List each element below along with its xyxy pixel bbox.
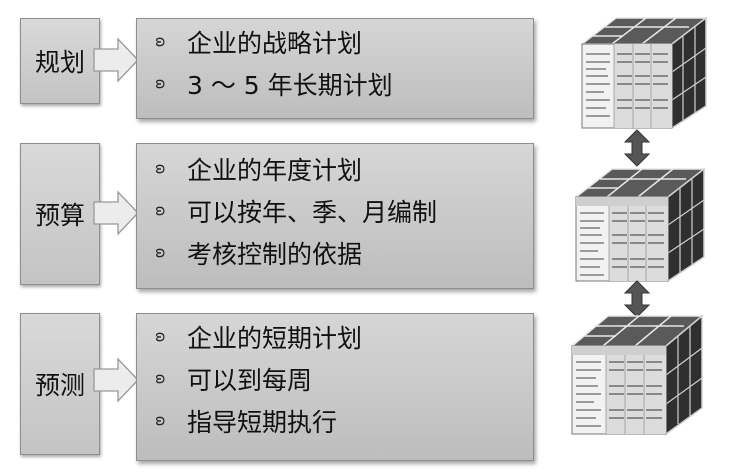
content-box-forecast: ɷ 企业的短期计划 ɷ 可以到每周 ɷ 指导短期执行 (136, 313, 534, 461)
list-item: ɷ 可以到每周 (137, 358, 533, 400)
list-item-text: 可以到每周 (187, 366, 313, 395)
list-item-text: 可以按年、季、月编制 (187, 198, 438, 227)
spreadsheet-cube-icon (573, 167, 707, 283)
ring-bullet-icon: ɷ (152, 373, 170, 385)
label-budget: 预算 (34, 201, 85, 230)
ring-bullet-icon: ɷ (152, 36, 170, 48)
ring-bullet-icon: ɷ (152, 163, 170, 175)
list-item: ɷ 考核控制的依据 (137, 232, 533, 274)
label-forecast: 预测 (34, 371, 85, 400)
list-item: ɷ 指导短期执行 (137, 400, 533, 442)
label-box-budget: 预算 (20, 143, 100, 285)
ring-bullet-icon: ɷ (152, 205, 170, 217)
ring-bullet-icon: ɷ (152, 331, 170, 343)
ring-bullet-icon: ɷ (152, 415, 170, 427)
spreadsheet-cube-icon (579, 16, 709, 130)
double-arrow-icon (623, 129, 651, 167)
ring-bullet-icon: ɷ (152, 78, 170, 90)
content-box-planning: ɷ 企业的战略计划 ɷ 3 ～ 5 年长期计划 (136, 18, 534, 119)
list-item-text: 3 ～ 5 年长期计划 (187, 71, 393, 100)
label-planning: 规划 (34, 48, 85, 77)
label-box-forecast: 预测 (20, 313, 100, 455)
chevron-right-icon (93, 190, 139, 236)
list-item-text: 企业的年度计划 (187, 156, 363, 185)
list-item-text: 指导短期执行 (187, 408, 338, 437)
spreadsheet-cube-icon (569, 314, 705, 436)
list-item: ɷ 企业的年度计划 (137, 148, 533, 190)
list-item: ɷ 企业的战略计划 (137, 21, 533, 63)
ring-bullet-icon: ɷ (152, 247, 170, 259)
list-item: ɷ 企业的短期计划 (137, 316, 533, 358)
list-item-text: 企业的短期计划 (187, 324, 363, 353)
chevron-right-icon (93, 37, 139, 83)
list-item-text: 企业的战略计划 (187, 29, 363, 58)
chevron-right-icon (93, 357, 139, 403)
list-item: ɷ 可以按年、季、月编制 (137, 190, 533, 232)
label-box-planning: 规划 (20, 18, 100, 104)
list-item: ɷ 3 ～ 5 年长期计划 (137, 63, 533, 105)
content-box-budget: ɷ 企业的年度计划 ɷ 可以按年、季、月编制 ɷ 考核控制的依据 (136, 143, 534, 289)
list-item-text: 考核控制的依据 (187, 240, 363, 269)
